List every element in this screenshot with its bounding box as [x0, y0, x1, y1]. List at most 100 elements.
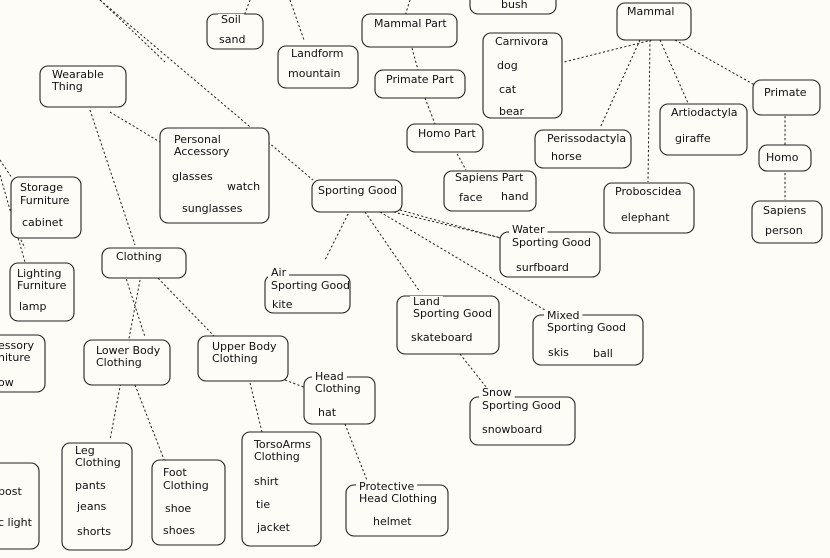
node-box: [10, 176, 82, 239]
node-label: Wearable: [52, 68, 104, 81]
node-mammal-part: Mammal Part: [361, 13, 458, 48]
node-label: Clothing: [116, 250, 162, 263]
node-backdrop: [62, 443, 132, 550]
node-label: niture: [0, 351, 31, 364]
node-box: [396, 295, 500, 355]
node-primate-part: Primate Part: [374, 69, 466, 99]
node-item: sunglasses: [182, 202, 243, 215]
node-box: [532, 314, 644, 366]
label-gap: [160, 467, 190, 478]
node-label: Furniture: [20, 194, 70, 207]
node-box: [603, 182, 695, 234]
node-label: Water: [512, 223, 545, 236]
node-label: Protective: [359, 480, 414, 493]
node-homo-part: Homo Part: [406, 123, 484, 153]
label-gap: [763, 152, 802, 163]
node-item: watch: [227, 180, 260, 193]
node-item: face: [459, 191, 483, 204]
node-item: shoes: [163, 524, 195, 537]
label-gap: [49, 69, 107, 80]
node-label: Storage: [20, 181, 63, 194]
node-item: helmet: [373, 515, 412, 528]
edge-line: [599, 39, 641, 129]
node-box: [39, 65, 127, 108]
node-item: sand: [219, 33, 245, 46]
node-item: shirt: [254, 475, 279, 488]
node-label: Furniture: [17, 279, 67, 292]
node-item: hat: [318, 406, 337, 419]
node-box: [752, 79, 821, 116]
edge-line: [659, 39, 689, 104]
label-gap: [0, 340, 37, 351]
node-item: skateboard: [411, 331, 473, 344]
node-item: elephant: [621, 211, 670, 224]
node-box: [0, 462, 40, 550]
label-gap: [479, 387, 515, 398]
node-label: Primate: [764, 86, 807, 99]
node-box: [311, 179, 403, 213]
edge-line: [243, 0, 251, 17]
node-backdrop: [483, 33, 562, 118]
node-item: ball: [593, 347, 613, 360]
edge-line: [454, 149, 467, 171]
node-label: Sapiens: [763, 204, 807, 217]
node-item: shoe: [165, 502, 191, 515]
node-box: [241, 431, 322, 547]
node-box: [101, 247, 187, 279]
edge-line: [284, 379, 307, 389]
node-item: post: [0, 485, 22, 498]
label-gap: [14, 268, 65, 279]
edge-line: [674, 39, 761, 89]
node-label: Primate Part: [386, 73, 454, 86]
node-box: [482, 32, 563, 119]
edge-line: [559, 39, 653, 64]
node-label: Thing: [51, 80, 83, 93]
label-gap: [288, 48, 347, 59]
node-box: [534, 129, 632, 169]
node-label: Leg: [75, 444, 95, 457]
node-clothing: Clothing: [101, 247, 187, 279]
node-item: pants: [75, 479, 106, 492]
node-item: lamp: [19, 300, 47, 313]
node-box: [758, 144, 812, 172]
label-gap: [415, 128, 479, 139]
node-backdrop: [242, 432, 321, 546]
node-label: Clothing: [315, 382, 361, 395]
label-gap: [251, 439, 314, 450]
node-item: jeans: [76, 500, 107, 513]
node-item: giraffe: [675, 132, 711, 145]
label-gap: [668, 107, 741, 118]
label-gap: [218, 14, 244, 25]
node-label: Mixed: [547, 309, 579, 322]
label-gap: [17, 182, 67, 193]
edge-line: [647, 39, 651, 183]
node-label: Clothing: [163, 479, 209, 492]
node-item: jacket: [256, 521, 291, 534]
label-gap: [761, 87, 810, 98]
node-box: [197, 335, 289, 382]
node-sporting-good: Sporting Good: [311, 179, 403, 213]
node-label: Sporting Good: [271, 279, 350, 292]
node-box: [277, 45, 359, 89]
label-gap: [383, 74, 457, 85]
node-backdrop: [304, 377, 375, 424]
node-item: kite: [272, 298, 293, 311]
node-label: Perissodactyla: [547, 132, 626, 145]
node-item: hand: [501, 190, 529, 203]
node-label: Head: [315, 370, 344, 383]
node-label: Sporting Good: [318, 184, 397, 197]
